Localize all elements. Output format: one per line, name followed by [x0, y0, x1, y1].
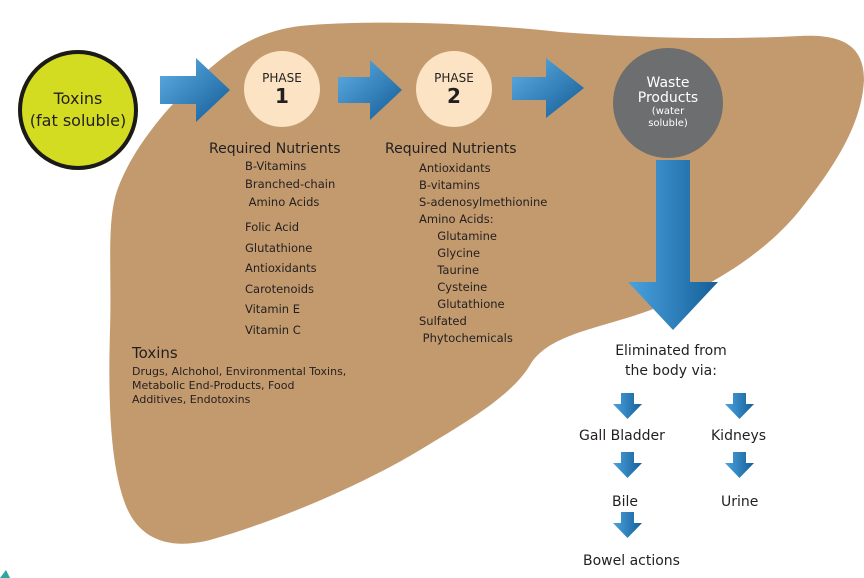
fat-soluble-label: (fat soluble) [29, 111, 127, 130]
phase-2-label: PHASE [434, 71, 474, 85]
list-item: Phytochemicals [419, 331, 513, 345]
corner-mark [0, 570, 10, 578]
list-item: Amino Acids: [419, 212, 494, 226]
kidneys-label: Kidneys [711, 428, 767, 444]
phase-1-circle: PHASE 1 [244, 51, 320, 127]
arrow-phase2-to-waste [512, 58, 584, 118]
list-item: Cysteine [419, 280, 488, 294]
waste-label: Waste [646, 75, 690, 91]
arrow-to-bile [613, 452, 642, 478]
bowel-actions-label: Bowel actions [583, 553, 680, 569]
arrow-to-gall-bladder [613, 393, 642, 419]
toxins-fat-soluble-circle: Toxins (fat soluble) [18, 50, 138, 170]
phase-1-number: 1 [275, 84, 289, 108]
list-item: Antioxidants [245, 261, 317, 276]
elimination-heading: Eliminated from the body via: [596, 341, 746, 381]
toxins-line-1: Drugs, Alchohol, Environmental Toxins, [132, 365, 347, 378]
arrow-to-kidneys [725, 393, 754, 419]
toxins-line-2: Metabolic End-Products, Food [132, 379, 295, 392]
phase-2-nutrients-heading: Required Nutrients [385, 141, 517, 157]
list-item: Carotenoids [245, 281, 314, 296]
phase-1-nutrients-heading: Required Nutrients [209, 141, 341, 157]
list-item: Sulfated [419, 314, 467, 328]
toxins-label: Toxins [53, 89, 103, 108]
list-item: S-adenosylmethionine [419, 195, 548, 209]
elimination-line-1: Eliminated from [615, 343, 727, 359]
arrow-waste-down [628, 160, 718, 330]
soluble-label: soluble) [648, 118, 688, 129]
water-label: (water [651, 106, 685, 117]
arrow-toxins-to-phase1 [160, 58, 230, 122]
list-item: Glutamine [419, 229, 497, 243]
gall-bladder-label: Gall Bladder [579, 428, 665, 444]
list-item: Antioxidants [419, 161, 491, 175]
products-label: Products [637, 90, 699, 106]
toxins-description: Drugs, Alchohol, Environmental Toxins, M… [132, 365, 402, 407]
list-item: B-vitamins [419, 178, 480, 192]
phase-2-nutrients-list: Antioxidants B-vitamins S-adenosylmethio… [419, 160, 547, 347]
list-item: Glycine [419, 246, 481, 260]
toxins-heading: Toxins [132, 344, 178, 362]
list-item: Amino Acids [245, 195, 320, 209]
urine-label: Urine [721, 494, 759, 510]
list-item: Glutathione [245, 240, 313, 255]
toxins-line-3: Additives, Endotoxins [132, 393, 251, 406]
waste-products-circle: Waste Products (water soluble) [613, 48, 723, 158]
arrow-to-bowel [613, 512, 642, 538]
list-item: Branched-chain [245, 177, 336, 191]
list-item: Glutathione [419, 297, 505, 311]
list-item: Taurine [419, 263, 480, 277]
list-item: Vitamin E [245, 302, 300, 317]
phase-1-nutrients-list: B-Vitamins Branched-chain Amino Acids Fo… [245, 157, 335, 341]
arrow-to-urine [725, 452, 754, 478]
phase-1-label: PHASE [262, 71, 302, 85]
phase-2-circle: PHASE 2 [416, 51, 492, 127]
elimination-line-2: the body via: [625, 363, 717, 379]
list-item: Vitamin C [245, 322, 301, 337]
phase-2-number: 2 [447, 84, 461, 108]
arrow-phase1-to-phase2 [338, 60, 402, 120]
list-item: Folic Acid [245, 220, 300, 234]
list-item: B-Vitamins [245, 159, 307, 173]
bile-label: Bile [612, 494, 638, 510]
